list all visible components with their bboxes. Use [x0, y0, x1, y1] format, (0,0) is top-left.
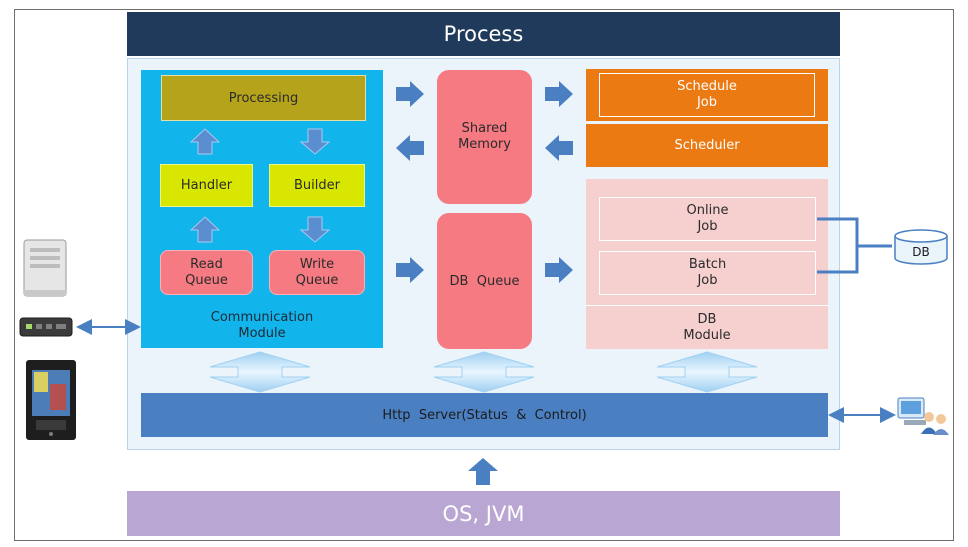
online-job-box: Online Job [599, 197, 816, 241]
up-arrow-icon [189, 128, 221, 155]
up-arrow-icon [468, 458, 498, 485]
down-arrow-icon [299, 128, 331, 155]
right-arrow-icon [545, 81, 573, 107]
shared-memory-box: Shared Memory [437, 70, 532, 204]
double-arrow-icon [433, 351, 535, 393]
left-arrow-icon [396, 135, 424, 161]
terminal-icon [26, 360, 76, 440]
client-users-icon [897, 397, 949, 435]
database-icon [894, 229, 948, 265]
db-connector-line [817, 217, 892, 274]
write-queue-box: Write Queue [269, 250, 365, 295]
server-icon [23, 239, 67, 297]
network-device-icon [19, 317, 73, 337]
left-arrow-icon [545, 135, 573, 161]
db-label: DB [912, 245, 930, 259]
db-queue-box: DB Queue [437, 213, 532, 349]
builder-box: Builder [269, 164, 365, 207]
processing-box: Processing [161, 75, 366, 121]
diagram-frame [14, 9, 954, 541]
communication-module-label: Communication Module [210, 310, 314, 341]
schedule-job-box: Schedule Job [599, 73, 815, 117]
up-arrow-icon [189, 216, 221, 243]
down-arrow-icon [299, 216, 331, 243]
os-jvm-bar: OS, JVM [127, 491, 840, 536]
double-arrow-icon [656, 351, 758, 393]
db-module-label: DB Module [586, 305, 828, 349]
handler-box: Handler [160, 164, 253, 207]
right-arrow-icon [545, 257, 573, 283]
read-queue-box: Read Queue [160, 250, 253, 295]
http-server-bar: Http Server(Status & Control) [141, 393, 828, 437]
right-arrow-icon [396, 81, 424, 107]
schedule-job-panel [586, 69, 828, 121]
process-title: Process [127, 12, 840, 56]
right-arrow-icon [396, 257, 424, 283]
batch-job-box: Batch Job [599, 251, 816, 295]
double-arrow-icon [209, 351, 311, 393]
scheduler-box: Scheduler [586, 124, 828, 167]
